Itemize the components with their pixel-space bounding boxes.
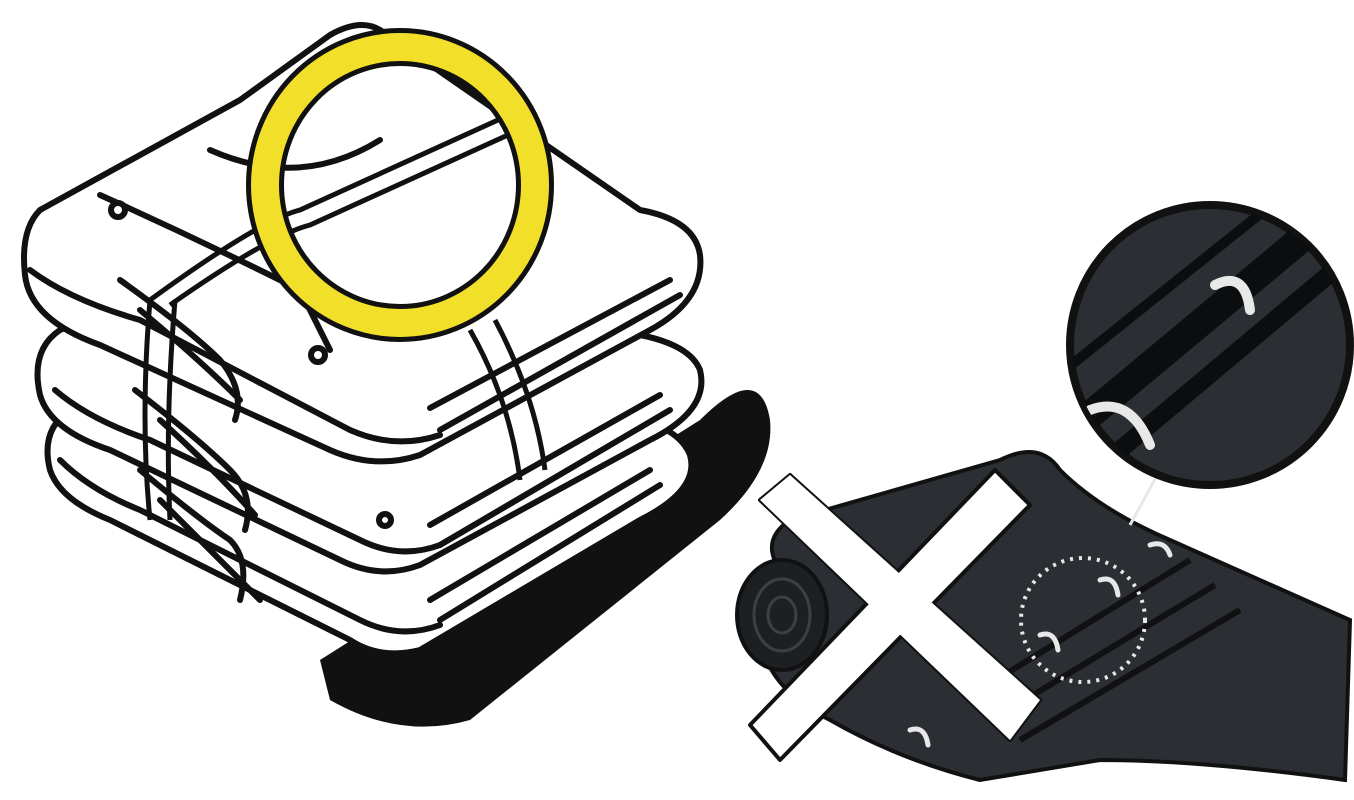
rolled-fabric <box>737 150 1354 780</box>
fabric-body <box>760 452 1350 780</box>
fabric-roll-end <box>737 560 827 670</box>
folded-shirts-stack <box>24 25 770 727</box>
magnifier-inset-icon <box>1040 150 1354 485</box>
